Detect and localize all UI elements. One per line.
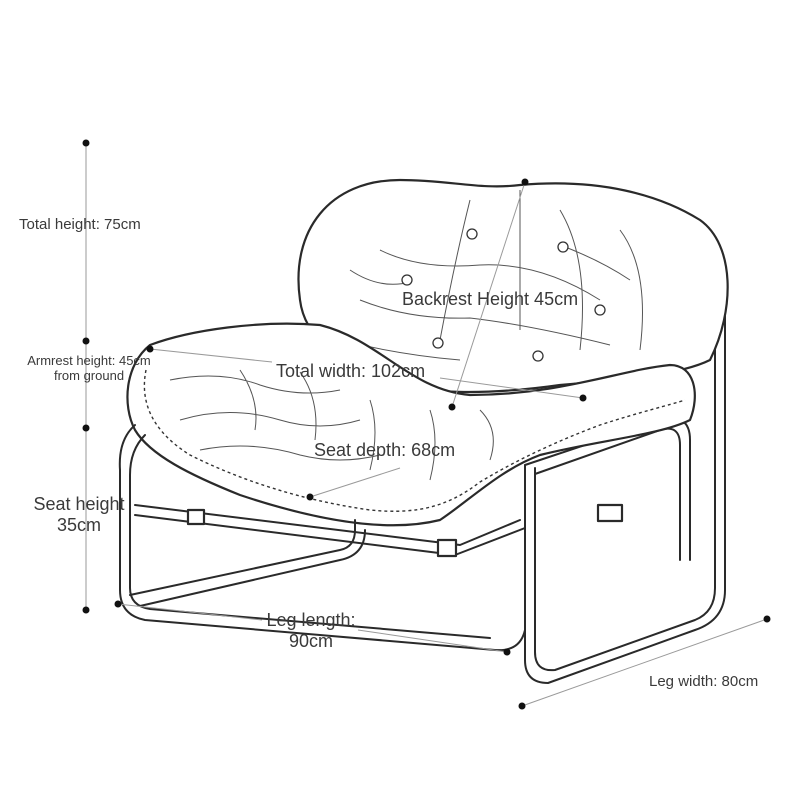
height-dimension-line bbox=[82, 139, 90, 614]
leg-width-label: Leg width: 80cm bbox=[649, 673, 759, 690]
seat-height-line1: Seat height bbox=[33, 494, 125, 514]
backrest-height-label: Backrest Height 45cm bbox=[402, 289, 579, 309]
total-width-label: Total width: 102cm bbox=[276, 361, 426, 381]
seat-cushion bbox=[126, 322, 696, 527]
seat-height-label: Seat height 35cm bbox=[26, 494, 132, 535]
leg-length-line2: 90cm bbox=[288, 630, 333, 651]
backrest-cushion bbox=[297, 178, 729, 394]
armrest-height-line2: from ground bbox=[53, 367, 125, 383]
seat-depth-label: Seat depth: 68cm bbox=[314, 440, 456, 460]
leg-length-line1: Leg length: bbox=[266, 610, 356, 630]
measurement-lines bbox=[114, 178, 771, 710]
seat-height-line2: 35cm bbox=[56, 514, 101, 535]
total-height-label: Total height: 75cm bbox=[19, 216, 141, 233]
leg-length-label: Leg length: 90cm bbox=[258, 610, 364, 651]
armrest-height-label: Armrest height: 45cm from ground bbox=[18, 353, 160, 384]
armrest-height-line1: Armrest height: 45cm bbox=[27, 353, 151, 368]
